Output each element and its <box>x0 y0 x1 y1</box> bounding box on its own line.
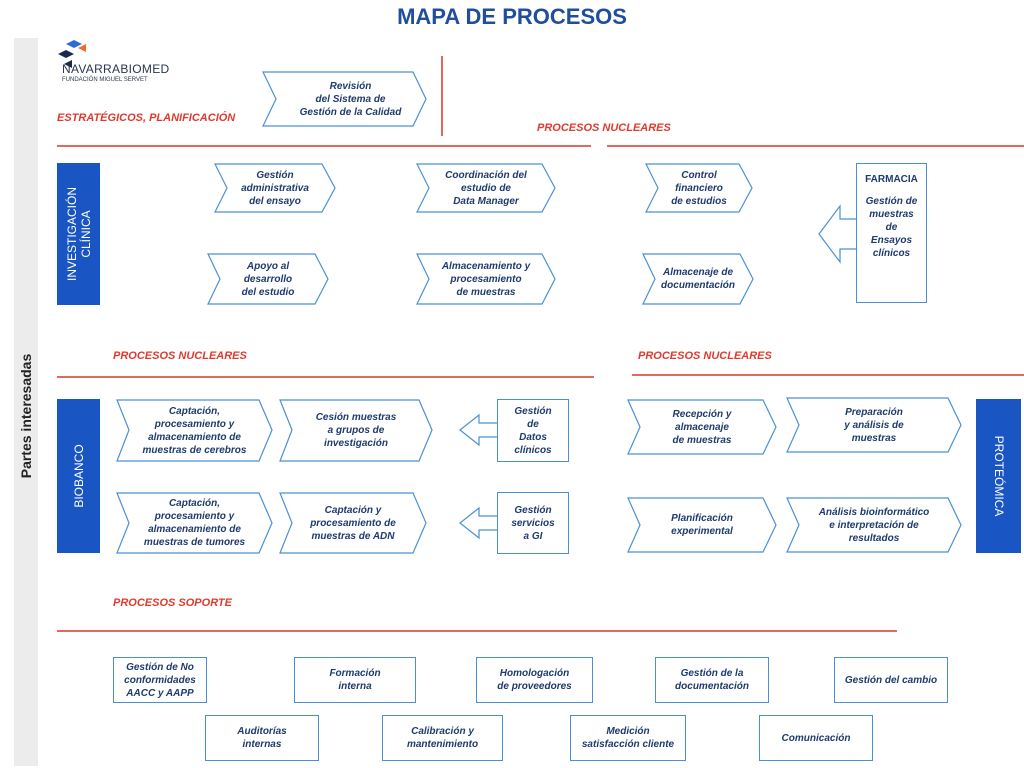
stakeholders-bar <box>14 38 38 766</box>
process-tumor-samples-label: Captación, procesamiento y almacenamient… <box>143 498 246 548</box>
process-support: Apoyo al desarrollo del estudio <box>207 253 329 305</box>
process-sample-storage: Almacenamiento y procesamiento de muestr… <box>416 253 556 305</box>
support-audits: Auditorías internas <box>205 715 319 761</box>
logo-mark-icon <box>58 40 86 68</box>
process-admin: Gestión administrativa del ensayo <box>214 163 336 213</box>
support-supplier-approval: Homologación de proveedores <box>476 657 593 703</box>
divider-biobank <box>57 376 594 378</box>
process-dna-samples-label: Captación y procesamiento de muestras de… <box>310 504 396 542</box>
process-sample-preparation-label: Preparación y análisis de muestras <box>844 406 904 444</box>
process-bioinformatics: Análisis bioinformático e interpretación… <box>786 497 962 553</box>
process-financial: Control financiero de estudios <box>645 163 753 213</box>
stakeholders-label: Partes interesadas <box>18 353 34 479</box>
divider-strategic <box>57 145 591 147</box>
divider-nuclear-top <box>607 145 1024 147</box>
process-admin-label: Gestión administrativa del ensayo <box>241 169 309 207</box>
process-quality-review-label: Revisión del Sistema de Gestión de la Ca… <box>299 80 402 118</box>
pharmacy-text: Gestión de muestras de Ensayos clínicos <box>865 196 918 259</box>
process-coordination-label: Coordinación del estudio de Data Manager <box>445 169 527 207</box>
divider-vertical <box>441 56 443 136</box>
process-sample-preparation: Preparación y análisis de muestras <box>786 397 962 453</box>
area-proteomics: PROTEÓMICA <box>976 399 1021 553</box>
support-training: Formación interna <box>294 657 416 703</box>
area-biobank: BIOBANCO <box>57 399 100 553</box>
divider-support <box>57 630 897 632</box>
support-satisfaction: Medición satisfacción cliente <box>570 715 686 761</box>
clinical-data-arrow <box>459 413 500 447</box>
logo-name: NAVARRABIOMED <box>62 62 170 76</box>
process-experimental-planning-label: Planificación experimental <box>671 513 733 537</box>
support-change-management: Gestión del cambio <box>834 657 948 703</box>
pharmacy-title: FARMACIA <box>865 174 918 185</box>
process-brain-samples: Captación, procesamiento y almacenamient… <box>116 399 273 462</box>
section-support: PROCESOS SOPORTE <box>113 597 232 609</box>
page-title: MAPA DE PROCESOS <box>397 4 627 29</box>
process-financial-label: Control financiero de estudios <box>671 169 727 207</box>
process-coordination: Coordinación del estudio de Data Manager <box>416 163 556 213</box>
section-strategic: ESTRATÉGICOS, PLANIFICACIÓN <box>57 112 236 124</box>
process-sample-reception: Recepción y almacenaje de muestras <box>627 399 777 455</box>
section-nuclear-proteomics: PROCESOS NUCLEARES <box>638 350 772 362</box>
area-proteomics-label: PROTEÓMICA <box>991 435 1006 517</box>
support-communication: Comunicación <box>759 715 873 761</box>
process-brain-samples-label: Captación, procesamiento y almacenamient… <box>142 405 247 456</box>
section-nuclear-top: PROCESOS NUCLEARES <box>537 122 671 134</box>
services-arrow <box>459 506 500 540</box>
process-documentation-storage: Almacenaje de documentación <box>642 253 754 305</box>
process-tumor-samples: Captación, procesamiento y almacenamient… <box>116 492 273 554</box>
process-quality-review: Revisión del Sistema de Gestión de la Ca… <box>262 71 427 127</box>
process-gi-services: Gestión servicios a GI <box>497 492 569 554</box>
process-documentation-storage-label: Almacenaje de documentación <box>661 267 735 291</box>
logo: NAVARRABIOMED FUNDACIÓN MIGUEL SERVET <box>58 40 208 88</box>
pharmacy-arrow <box>818 204 859 264</box>
support-nonconformities: Gestión de No conformidades AACC y AAPP <box>113 657 207 703</box>
area-biobank-label: BIOBANCO <box>71 444 86 508</box>
area-clinical: INVESTIGACIÓN CLÍNICA <box>57 163 100 305</box>
pharmacy-box: FARMACIA Gestión de muestras de Ensayos … <box>856 163 927 303</box>
process-sample-reception-label: Recepción y almacenaje de muestras <box>672 408 732 446</box>
section-nuclear-biobank: PROCESOS NUCLEARES <box>113 350 247 362</box>
support-documentation: Gestión de la documentación <box>655 657 769 703</box>
process-support-label: Apoyo al desarrollo del estudio <box>241 260 295 298</box>
process-bioinformatics-label: Análisis bioinformático e interpretación… <box>818 506 930 544</box>
logo-subtitle: FUNDACIÓN MIGUEL SERVET <box>62 77 148 83</box>
process-sample-cession: Cesión muestras a grupos de investigació… <box>279 399 433 462</box>
process-sample-storage-label: Almacenamiento y procesamiento de muestr… <box>441 260 531 298</box>
area-clinical-label: INVESTIGACIÓN CLÍNICA <box>64 186 93 282</box>
process-dna-samples: Captación y procesamiento de muestras de… <box>279 492 427 554</box>
process-clinical-data: Gestión de Datos clínicos <box>497 399 569 462</box>
divider-proteomics <box>632 374 1024 376</box>
process-experimental-planning: Planificación experimental <box>627 497 777 553</box>
process-sample-cession-label: Cesión muestras a grupos de investigació… <box>315 412 397 449</box>
support-calibration: Calibración y mantenimiento <box>382 715 503 761</box>
